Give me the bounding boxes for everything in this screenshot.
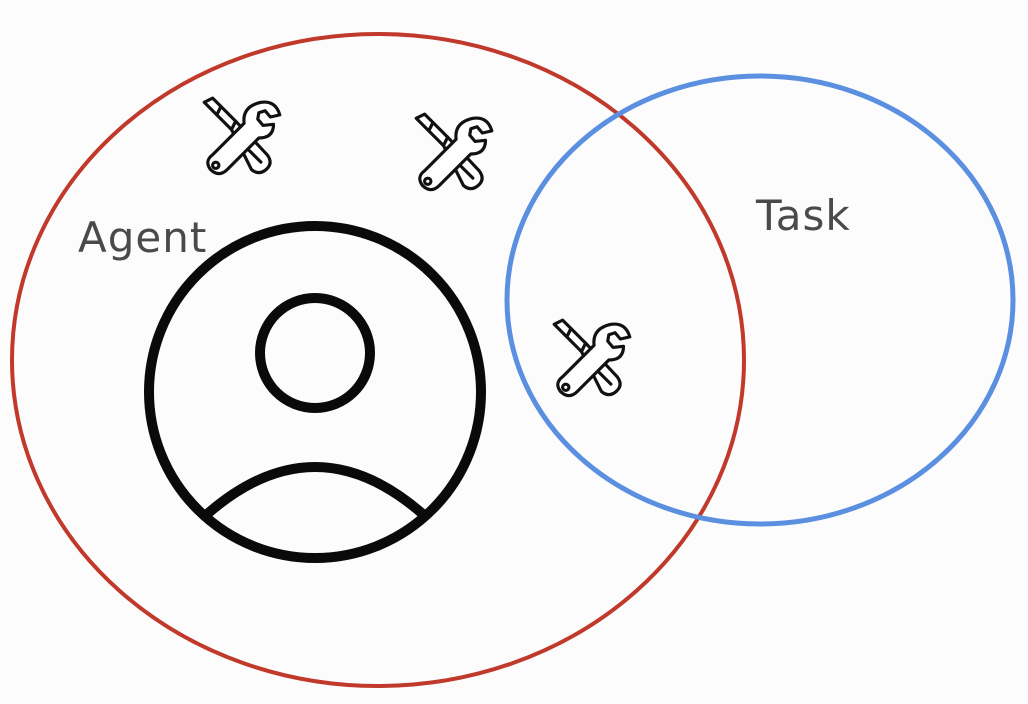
avatar-head [255, 293, 375, 413]
screwdriver-wrench-icon [202, 96, 282, 176]
agent-set-circle [10, 32, 746, 688]
task-set-label: Task [755, 191, 851, 240]
agent-set-label: Agent [78, 213, 207, 262]
task-set-circle [504, 73, 1016, 527]
person-avatar-icon [144, 221, 486, 563]
screwdriver-wrench-icon [414, 112, 494, 192]
avatar-shoulders [201, 462, 429, 520]
screwdriver-wrench-icon [552, 318, 632, 398]
avatar-outer-circle [144, 221, 486, 563]
